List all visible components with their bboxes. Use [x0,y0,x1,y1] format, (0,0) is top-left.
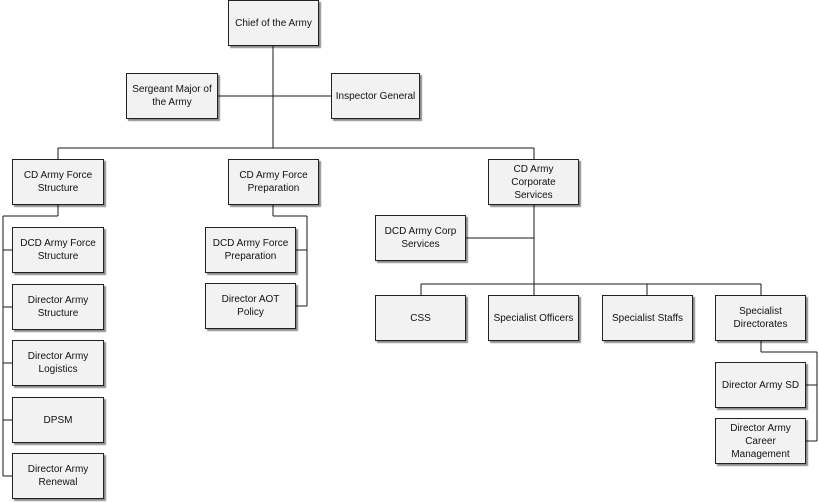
box-inspector-general: Inspector General [331,73,420,119]
box-specialist-officers: Specialist Officers [488,295,579,341]
box-sergeant-major: Sergeant Major of the Army [126,73,218,119]
node-label: DPSM [43,414,73,426]
box-cd-army-force-structure: CD Army Force Structure [12,159,104,205]
box-dcd-army-corp-services: DCD Army Corp Services [375,215,466,261]
box-specialist-directorates: Specialist Directorates [715,295,806,341]
box-cd-army-corporate-services: CD Army Corporate Services [488,159,579,205]
box-director-army-logistics: Director Army Logistics [12,340,104,386]
node-label: Specialist Staffs [612,312,683,324]
box-specialist-staffs: Specialist Staffs [602,295,693,341]
box-dpsm: DPSM [12,397,104,443]
node-label: CD Army Force Preparation [239,170,308,194]
node-label: CD Army Corporate Services [511,163,556,201]
node-label: Sergeant Major of the Army [132,84,212,108]
node-label: Director Army Renewal [27,464,89,488]
node-label: Director AOT Policy [221,294,280,318]
box-director-army-career-management: Director Army Career Management [715,418,806,464]
box-dcd-army-force-structure: DCD Army Force Structure [12,227,104,273]
node-label: Inspector General [335,90,416,102]
box-director-army-sd: Director Army SD [715,362,806,408]
box-director-army-renewal: Director Army Renewal [12,453,104,499]
node-label: CSS [410,312,431,324]
node-label: CD Army Force Structure [23,170,93,194]
node-label: DCD Army Force Structure [20,238,96,262]
node-label: Director Army Career Management [730,422,791,460]
box-chief-of-the-army: Chief of the Army [228,0,319,46]
box-cd-army-force-preparation: CD Army Force Preparation [228,159,319,205]
node-label: Specialist Officers [493,312,574,324]
node-label: DCD Army Corp Services [384,226,457,250]
node-label: Director Army SD [721,379,800,391]
node-label: Specialist Directorates [733,306,788,330]
box-director-army-structure: Director Army Structure [12,284,104,330]
box-director-aot-policy: Director AOT Policy [205,283,296,329]
box-css: CSS [375,295,466,341]
box-dcd-army-force-preparation: DCD Army Force Preparation [205,227,296,273]
node-label: Director Army Structure [27,295,89,319]
node-label: Director Army Logistics [27,351,89,375]
node-label: Chief of the Army [235,17,312,29]
node-label: DCD Army Force Preparation [212,238,289,262]
